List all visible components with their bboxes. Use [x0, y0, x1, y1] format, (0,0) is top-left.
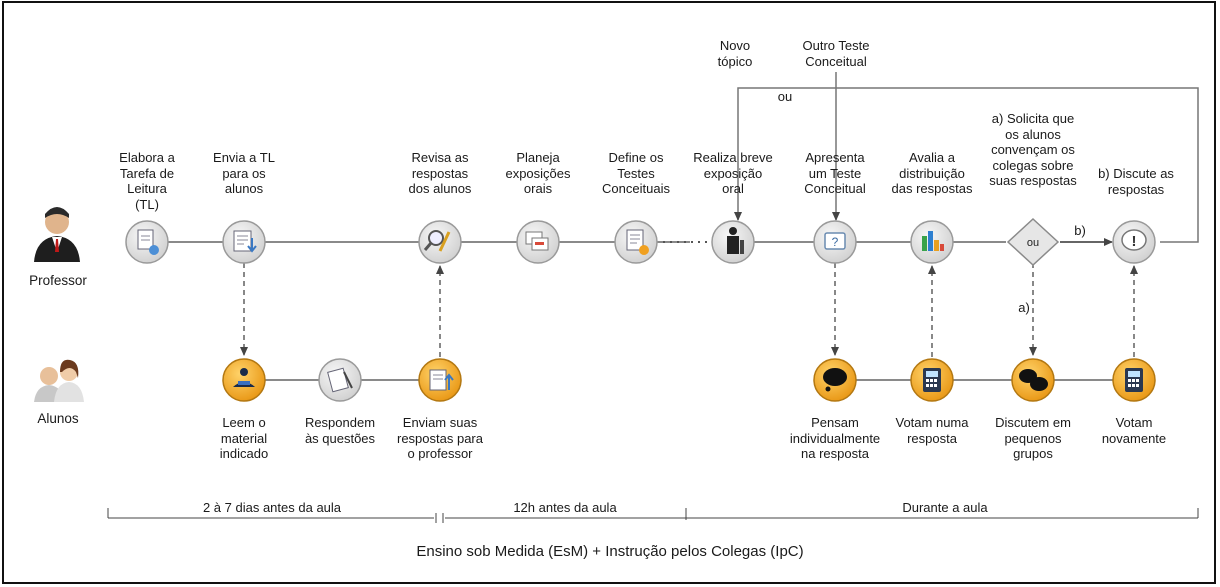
reading-student-icon	[233, 368, 255, 387]
teacher-step-6-label: Realiza breve exposição oral	[693, 150, 773, 196]
teacher-step-9-label: a) Solicita que os alunos convençam os c…	[989, 111, 1077, 188]
teacher-step-4-label: Planeja exposições orais	[505, 150, 571, 196]
questionnaire-icon	[327, 367, 353, 393]
dashed-arrows	[240, 263, 1138, 357]
timeline-during: Durante a aula	[902, 500, 988, 515]
question-card-icon: ?	[824, 232, 846, 250]
timeline-before-days: 2 à 7 dias antes da aula	[202, 500, 342, 515]
voting-clicker-icon	[1125, 368, 1143, 392]
students-role-label: Alunos	[37, 411, 79, 426]
document-send-icon	[233, 230, 257, 253]
loop-back-line	[734, 87, 1199, 243]
teacher-step-5-label: Define os Testes Conceituais	[602, 150, 670, 196]
loop-or-label: ou	[777, 89, 793, 104]
teacher-avatar-icon	[34, 207, 80, 262]
new-topic-label: Novo tópico	[717, 38, 753, 69]
diagram-caption: Ensino sob Medida (EsM) + Instrução pelo…	[416, 543, 804, 560]
bar-chart-icon	[922, 231, 944, 251]
document-globe-icon	[137, 229, 159, 255]
student-step-4-label: Pensam individualmente na resposta	[789, 415, 881, 461]
teacher-step-8-label: Avalia a distribuição das respostas	[891, 150, 973, 196]
exclamation-bubble-icon: !	[1121, 229, 1147, 251]
document-upload-icon	[429, 369, 454, 391]
timeline-axis	[107, 508, 1199, 523]
student-step-6-label: Discutem em pequenos grupos	[995, 415, 1071, 461]
student-step-2-label: Respondem às questões	[304, 415, 376, 446]
decision-or-label: ou	[1027, 237, 1039, 249]
student-step-7-label: Votam novamente	[1101, 415, 1167, 446]
voting-clicker-icon	[923, 368, 941, 392]
teacher-step-3-label: Revisa as respostas dos alunos	[408, 150, 472, 196]
teacher-step-2-label: Envia a TL para os alunos	[213, 150, 275, 196]
lecturer-icon	[727, 227, 744, 254]
svg-text:!: !	[1132, 233, 1137, 250]
branch-b-label: b)	[1074, 223, 1086, 238]
student-step-1-label: Leem o material indicado	[219, 415, 269, 461]
discussion-bubbles-icon	[1019, 369, 1048, 391]
teacher-step-1-label: Elabora a Tarefa de Leitura (TL)	[119, 150, 175, 212]
student-node-1	[222, 358, 266, 402]
decision-diamond	[1006, 217, 1060, 267]
student-step-5-label: Votam numa resposta	[895, 415, 969, 446]
teacher-step-10-label: b) Discute as respostas	[1098, 166, 1174, 197]
document-question-icon	[626, 229, 649, 255]
timeline-before-hours: 12h antes da aula	[513, 500, 617, 515]
teacher-role-label: Professor	[29, 273, 87, 288]
magnifier-pencil-icon	[423, 230, 451, 252]
teacher-step-7-label: Apresenta um Teste Conceitual	[804, 150, 866, 196]
slides-icon	[525, 231, 549, 251]
students-avatar-icon	[34, 359, 84, 402]
svg-text:?: ?	[832, 235, 839, 249]
branch-a-label: a)	[1018, 300, 1030, 315]
other-test-label: Outro Teste Conceitual	[802, 38, 870, 69]
student-step-3-label: Enviam suas respostas para o professor	[397, 415, 483, 461]
thought-bubble-icon	[823, 368, 847, 392]
